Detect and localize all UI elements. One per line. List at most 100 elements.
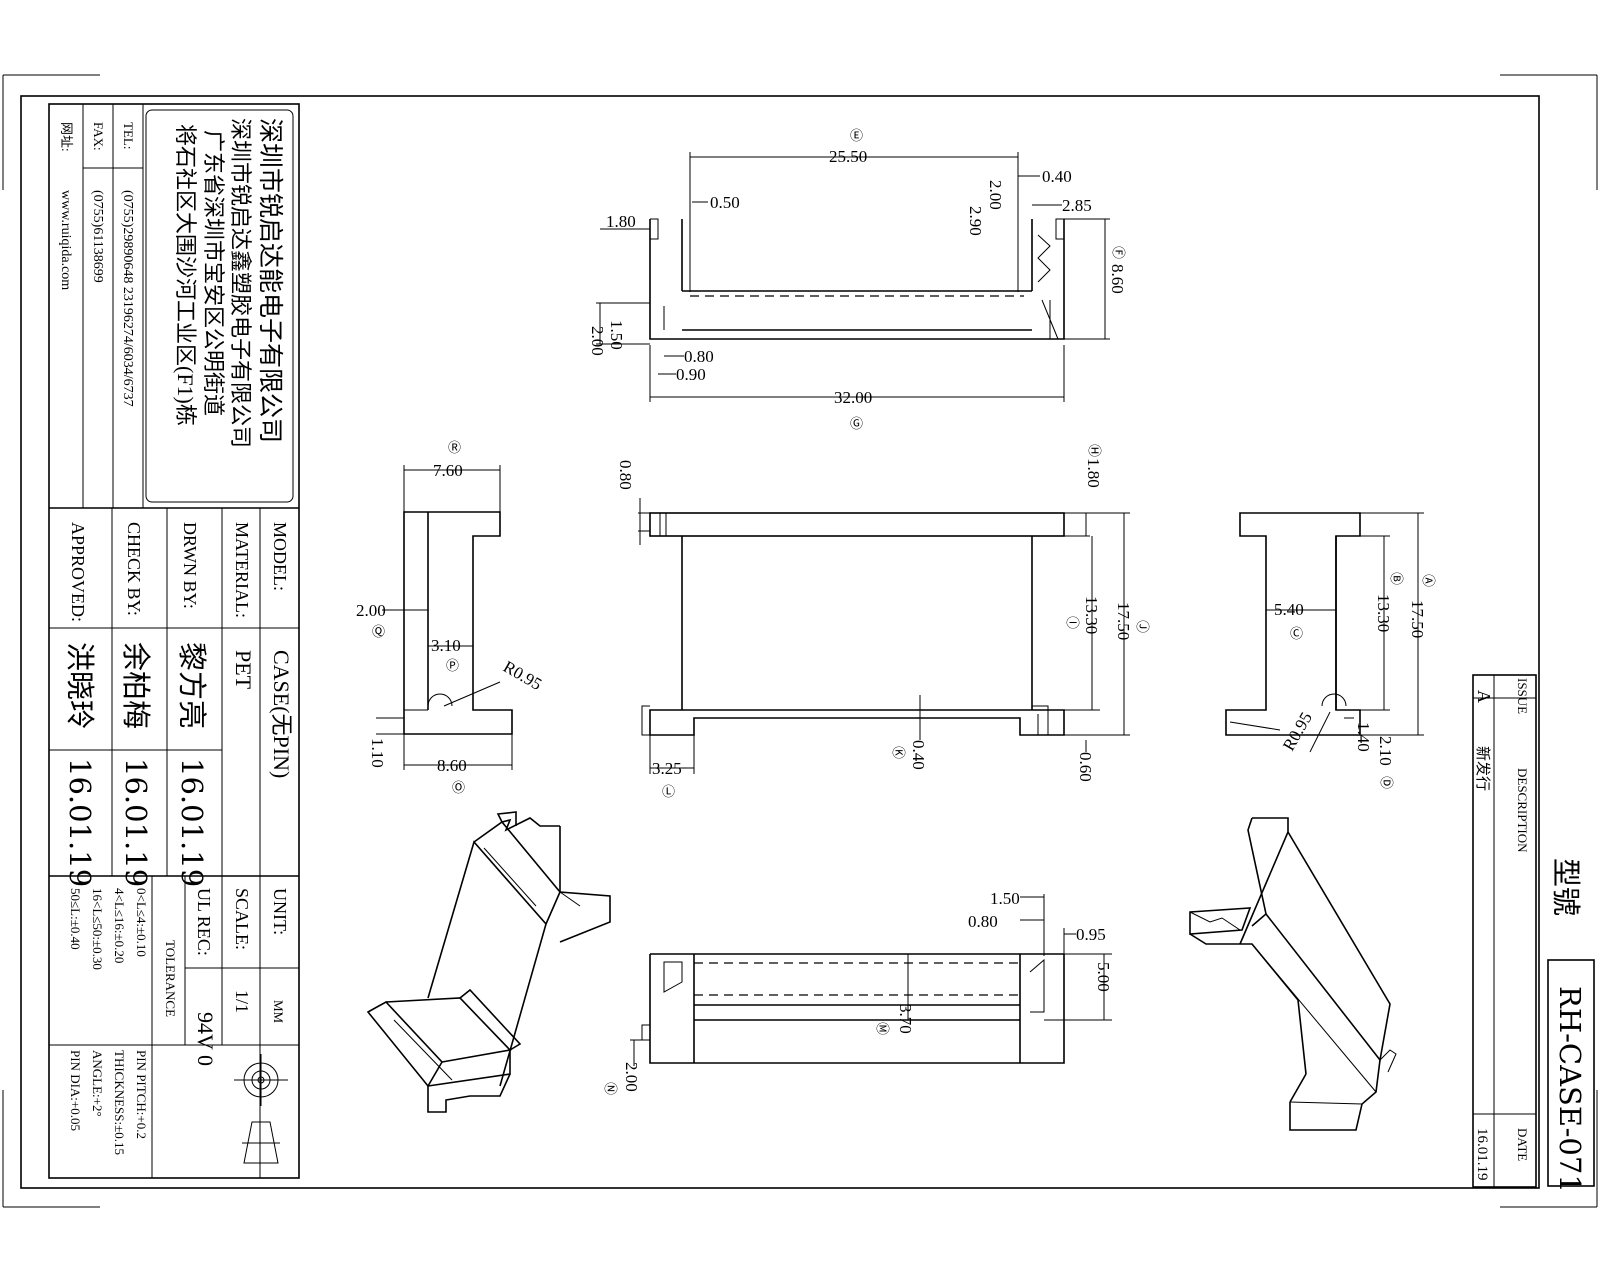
top-view: 25.50 0.50 1.80 0.40 2.00 2.85 2.90 8.60…: [588, 129, 1127, 432]
tol-5: PIN PITCH:+0.2: [134, 1050, 149, 1139]
dim-top-0-90: 0.90: [676, 365, 706, 384]
dim-front-0-80: 0.80: [616, 460, 635, 490]
date-value: 16.01.19: [1474, 1128, 1490, 1181]
marker-left-2-00: Ⓠ: [372, 625, 385, 640]
dim-top-1-50: 1.50: [607, 320, 626, 350]
dim-top-25-50: 25.50: [829, 147, 867, 166]
dim-left-7-60: 7.60: [433, 461, 463, 480]
marker-top-8-60: Ⓕ: [1110, 246, 1125, 259]
dim-front-0-60: 0.60: [1076, 752, 1095, 782]
dim-bot-1-50: 1.50: [990, 889, 1020, 908]
marker-top-25-50: Ⓔ: [850, 129, 863, 144]
dim-top-2-85: 2.85: [1062, 196, 1092, 215]
tol-6: THICKNESS:±0.15: [112, 1050, 127, 1155]
scale-value: 1/1: [232, 990, 252, 1013]
drawn-by: 黎方亮: [175, 642, 209, 729]
marker-left-3-10: Ⓟ: [446, 659, 459, 674]
sheet-frame: [2, 74, 1598, 1208]
ul-value: 94V 0: [193, 1012, 218, 1066]
dim-right-13-30: 13.30: [1374, 594, 1393, 632]
part-number-block: 型號 RH-CASE-071: [1547, 858, 1595, 1193]
check-date: 16.01.19: [119, 758, 153, 887]
drawn-label: DRWN BY:: [180, 522, 200, 609]
web-value: www.ruiqida.com: [58, 190, 73, 290]
dim-bot-0-95: 0.95: [1076, 925, 1106, 944]
fax-label: FAX:: [91, 122, 106, 151]
marker-bot-2-00: Ⓝ: [602, 1082, 617, 1095]
issue-value: A: [1474, 690, 1494, 703]
tol-3: 16<L≤50:±0.30: [90, 888, 105, 970]
dim-left-1-10: 1.10: [368, 738, 387, 768]
marker-top-32-00: Ⓖ: [850, 417, 863, 432]
isometric-view-left: [366, 811, 611, 1113]
part-number-value: RH-CASE-071: [1553, 986, 1587, 1193]
tolerance-label: TOLERANCE: [163, 940, 178, 1017]
marker-front-1-80: Ⓗ: [1086, 444, 1101, 457]
marker-left-8-60: Ⓞ: [452, 781, 465, 796]
right-side-view: 5.40 Ⓒ 13.30 Ⓑ 17.50 Ⓐ 2.10 Ⓓ 1.40 R0.95: [1225, 512, 1435, 789]
dim-right-2-10: 2.10: [1376, 736, 1395, 766]
dim-top-2-00b: 2.00: [588, 326, 607, 356]
dim-front-1-80: 1.80: [1084, 458, 1103, 488]
title-block: 深圳市锐启达能电子有限公司 深圳市锐启达鑫塑胶电子有限公司 广东省深圳市宝安区公…: [48, 103, 300, 1179]
marker-bot-3-70: Ⓜ: [874, 1022, 889, 1035]
dim-top-32-00: 32.00: [834, 388, 872, 407]
web-label: 网址:: [59, 122, 74, 152]
front-view: 0.80 1.80 Ⓗ 13.30 Ⓘ 17.50 Ⓙ 0.40 Ⓚ 0.60 …: [616, 444, 1149, 800]
issue-label: ISSUE: [1515, 678, 1530, 714]
date-label: DATE: [1515, 1128, 1530, 1161]
marker-left-7-60: Ⓡ: [448, 441, 461, 456]
dim-top-0-50: 0.50: [710, 193, 740, 212]
bottom-view: 3.70 Ⓜ 1.50 0.80 0.95 5.00 2.00 Ⓝ: [602, 889, 1113, 1095]
dim-top-1-80: 1.80: [606, 212, 636, 231]
dim-left-r0-95: R0.95: [500, 657, 545, 694]
marker-front-3-25: Ⓛ: [662, 785, 675, 800]
approved-label: APPROVED:: [68, 522, 88, 622]
tol-2: 4<L≤16:±0.20: [112, 888, 127, 963]
marker-right-5-40: Ⓒ: [1290, 627, 1303, 642]
dim-top-2-00: 2.00: [986, 180, 1005, 210]
revision-block: ISSUE DESCRIPTION DATE A 新发行 16.01.19: [1472, 674, 1537, 1188]
projection-symbol-icon: [234, 1054, 288, 1164]
dim-front-0-40: 0.40: [909, 740, 928, 770]
marker-front-0-40: Ⓚ: [890, 746, 905, 759]
company-address-2: 将石社区大围沙河工业区(F1)栋: [173, 124, 198, 426]
marker-front-13-30: Ⓘ: [1064, 616, 1079, 629]
dim-right-17-50: 17.50: [1408, 600, 1427, 638]
dim-front-13-30: 13.30: [1082, 596, 1101, 634]
model-label: MODEL:: [270, 522, 290, 591]
dim-bot-5-00: 5.00: [1094, 962, 1113, 992]
isometric-view-right: [1189, 817, 1397, 1131]
tol-4: 50≤L:±0.40: [68, 888, 83, 950]
dim-front-17-50: 17.50: [1114, 602, 1133, 640]
company-factory: 深圳市锐启达鑫塑胶电子有限公司: [228, 118, 253, 448]
check-by: 余柏梅: [119, 642, 153, 729]
tel-value: (0755)29890648 23196274/6034/6737: [120, 190, 135, 407]
part-number-label: 型號: [1549, 858, 1583, 916]
dim-top-8-60: 8.60: [1108, 264, 1127, 294]
company-box: [145, 109, 294, 503]
dim-right-5-40: 5.40: [1274, 600, 1304, 619]
left-side-view: 7.60 Ⓡ 2.00 Ⓠ 3.10 Ⓟ R0.95 1.10 8.60 Ⓞ: [356, 441, 545, 796]
unit-value: MM: [271, 1000, 286, 1024]
dim-top-0-80: 0.80: [684, 347, 714, 366]
approved-date: 16.01.19: [63, 758, 97, 887]
ul-label: UL REC:: [194, 888, 214, 956]
marker-right-17-50: Ⓐ: [1420, 574, 1435, 587]
marker-front-17-50: Ⓙ: [1134, 620, 1149, 633]
marker-right-13-30: Ⓑ: [1388, 572, 1403, 585]
model-value: CASE(无PIN): [269, 650, 294, 778]
marker-right-2-10: Ⓓ: [1378, 776, 1393, 789]
dim-left-2-00: 2.00: [356, 601, 386, 620]
tol-8: PIN DIA:+0.05: [68, 1050, 83, 1131]
tol-1: 0<L≤4:±0.10: [134, 888, 149, 957]
approved-by: 洪晓玲: [63, 642, 97, 729]
drawn-date: 16.01.19: [175, 758, 209, 887]
company-name: 深圳市锐启达能电子有限公司: [256, 118, 285, 443]
dim-top-0-40: 0.40: [1042, 167, 1072, 186]
dim-left-3-10: 3.10: [431, 636, 461, 655]
fax-value: (0755)61138699: [90, 190, 105, 283]
tel-label: TEL:: [121, 122, 136, 149]
dim-bot-0-80: 0.80: [968, 912, 998, 931]
material-label: MATERIAL:: [232, 522, 252, 618]
